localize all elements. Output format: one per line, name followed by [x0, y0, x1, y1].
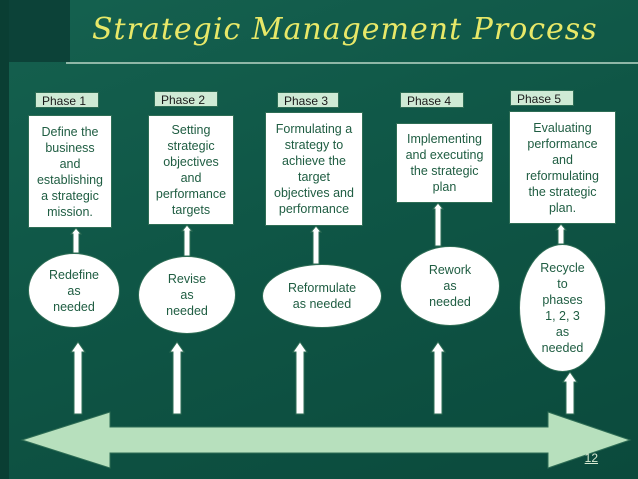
- phase-2-small-up-arrow: [180, 224, 194, 257]
- page-number: 12: [584, 451, 598, 465]
- phase-5-step-box: Evaluating performance and reformulating…: [509, 111, 616, 224]
- phase-tab-3: Phase 3: [277, 92, 339, 108]
- phase-tab-2: Phase 2: [154, 91, 218, 107]
- phase-4-long-up-arrow: [430, 341, 446, 415]
- phase-tab-1: Phase 1: [35, 92, 99, 108]
- phase-tab-5: Phase 5: [510, 90, 574, 106]
- phase-4-action-oval: Rework as needed: [400, 246, 500, 326]
- phase-2-step-box: Setting strategic objectives and perform…: [148, 115, 234, 225]
- phase-3-small-up-arrow: [309, 225, 323, 265]
- title-underline: [66, 62, 638, 64]
- phase-3-action-oval: Reformulate as needed: [262, 264, 382, 328]
- phase-5-small-up-arrow: [554, 223, 568, 245]
- phase-2-action-oval: Revise as needed: [138, 256, 236, 334]
- phase-1-step-text: Define the business and establishing a s…: [36, 124, 103, 219]
- bidirectional-arrow: [20, 411, 632, 469]
- phase-4-small-up-arrow: [431, 202, 445, 247]
- phase-3-long-up-arrow: [292, 341, 308, 415]
- side-strip: [0, 0, 9, 479]
- phase-tab-4: Phase 4: [400, 92, 464, 108]
- phase-4-step-box: Implementing and executing the strategic…: [396, 123, 493, 203]
- slide-title: Strategic Management Process: [92, 12, 598, 47]
- phase-1-small-up-arrow: [69, 227, 83, 254]
- phase-2-long-up-arrow: [169, 341, 185, 415]
- phase-3-step-text: Formulating a strategy to achieve the ta…: [274, 122, 354, 216]
- phase-5-long-up-arrow: [562, 371, 578, 415]
- phase-4-step-text: Implementing and executing the strategic…: [405, 132, 484, 194]
- phase-1-long-up-arrow: [70, 341, 86, 415]
- corner-block: [0, 0, 70, 62]
- phase-2-step-text: Setting strategic objectives and perform…: [155, 123, 227, 217]
- phase-3-step-box: Formulating a strategy to achieve the ta…: [265, 112, 363, 226]
- phase-5-action-oval: Recycle to phases 1, 2, 3 as needed: [519, 244, 606, 372]
- phase-1-step-box: Define the business and establishing a s…: [28, 115, 112, 228]
- phase-1-action-oval: Redefine as needed: [28, 253, 120, 328]
- phase-5-step-text: Evaluating performance and reformulating…: [526, 120, 599, 215]
